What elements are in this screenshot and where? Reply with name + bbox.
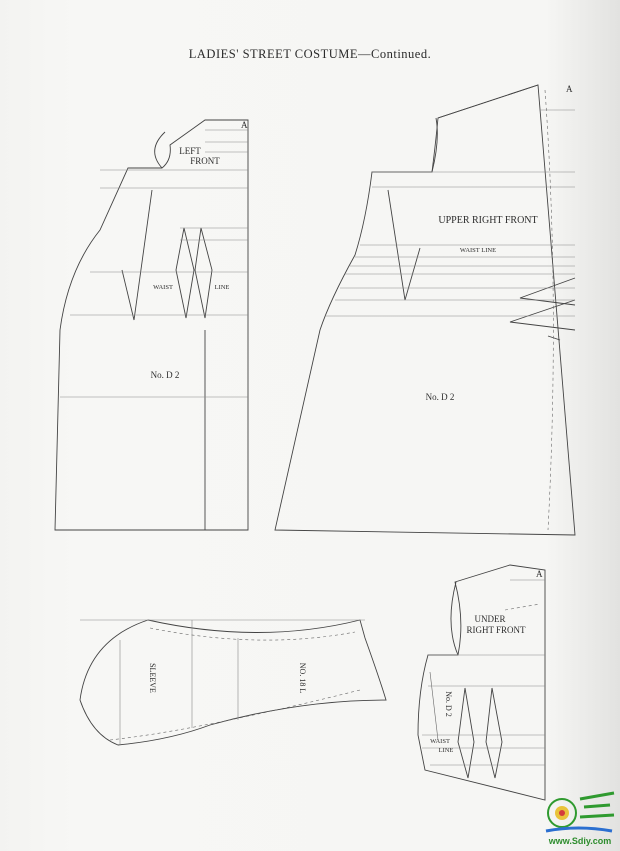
left-front-line: LINE bbox=[215, 284, 230, 291]
under-right-front-waist: WAIST bbox=[430, 738, 450, 745]
page-title: LADIES' STREET COSTUME—Continued. bbox=[188, 47, 432, 61]
left-front-name-1: LEFT bbox=[179, 146, 201, 156]
left-front-name-2: FRONT bbox=[190, 156, 220, 166]
sleeve-number: NO. 18 L bbox=[298, 663, 307, 694]
watermark-url: www.Sdiy.com bbox=[548, 836, 612, 846]
under-right-front-name-1: UNDER bbox=[475, 614, 506, 624]
left-front-outline bbox=[54, 119, 249, 531]
upper-right-front-name: UPPER RIGHT FRONT bbox=[438, 215, 537, 226]
corner-letter-a: A bbox=[566, 84, 573, 94]
upper-right-front-waist-line: WAIST LINE bbox=[460, 247, 496, 254]
upper-right-front-outline bbox=[274, 84, 576, 536]
corner-letter-a: A bbox=[241, 120, 248, 130]
sleeve-name: SLEEVE bbox=[148, 663, 157, 693]
under-right-front-number: No. D 2 bbox=[444, 691, 453, 717]
under-right-front-line: LINE bbox=[439, 747, 454, 754]
left-front-waist: WAIST bbox=[153, 284, 173, 291]
sleeve-outline bbox=[79, 619, 387, 746]
left-front-number: No. D 2 bbox=[151, 370, 180, 380]
under-right-front-outline bbox=[417, 564, 546, 801]
upper-right-front-number: No. D 2 bbox=[426, 392, 455, 402]
site-logo bbox=[545, 791, 615, 833]
under-right-front-name-2: RIGHT FRONT bbox=[466, 625, 526, 635]
corner-letter-a: A bbox=[536, 569, 543, 579]
